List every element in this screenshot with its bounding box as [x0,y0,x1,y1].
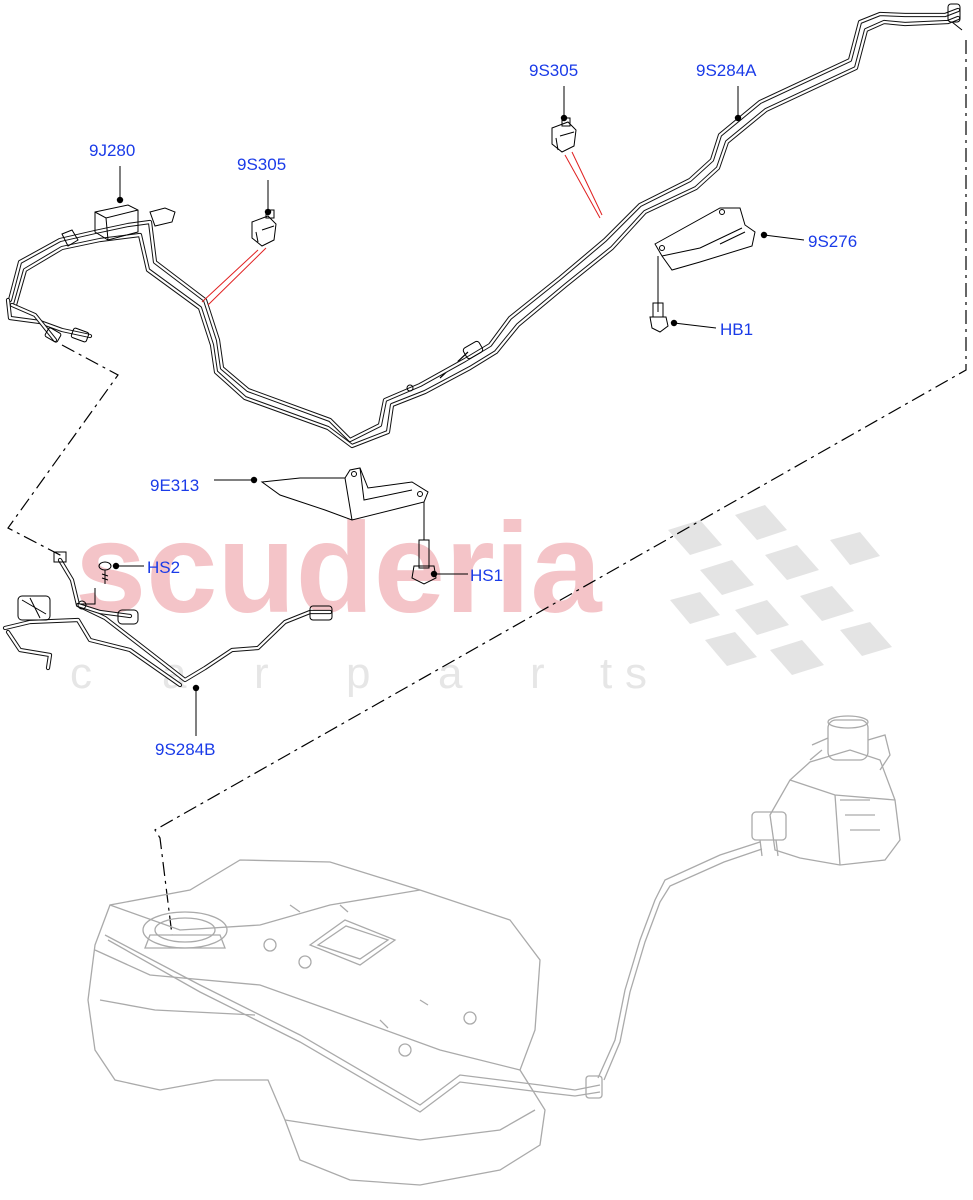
part-9s305-right [551,117,577,153]
part-9s276 [654,207,756,271]
watermark-letter: r [530,649,545,698]
watermark-letter: c [70,649,92,698]
part-labels: 9J280 9S305 9S305 9S284A 9S276 HB1 9E313… [89,61,857,759]
part-9e313 [260,467,429,521]
watermark: scuderia c a r p a r t s [70,497,892,698]
label-9s284b: 9S284B [155,740,216,759]
watermark-checker [668,505,892,675]
watermark-letter: s [625,649,647,698]
part-hb1-bolt [649,256,669,333]
label-9s276: 9S276 [808,232,857,251]
callout-lines [201,151,603,306]
label-hs2: HS2 [147,558,180,577]
part-9s305-left [251,209,277,247]
label-9s305-left: 9S305 [237,155,286,174]
label-9s305-right: 9S305 [529,61,578,80]
leader-lines [112,86,805,736]
watermark-letter: p [346,649,370,698]
fuel-tank [87,841,763,1186]
label-9e313: 9E313 [150,476,199,495]
fuel-line-9s284b [2,551,333,688]
part-hs2-screw [80,561,112,605]
part-hs1-bolt [411,502,437,585]
label-hs1: HS1 [470,566,503,585]
label-9j280: 9J280 [89,141,135,160]
watermark-letter: a [438,649,463,698]
label-9s284a: 9S284A [696,61,757,80]
watermark-letter: r [254,649,269,698]
evap-canister [751,715,901,866]
fuel-line-9s284a [5,3,963,449]
watermark-brand: scuderia [75,497,602,640]
watermark-letter: t [600,649,612,698]
label-hb1: HB1 [720,320,753,339]
part-9j280 [61,204,176,247]
